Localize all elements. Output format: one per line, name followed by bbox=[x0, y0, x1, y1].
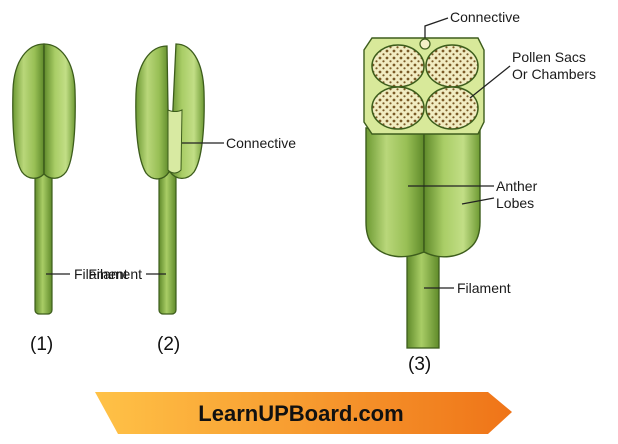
figure-3-connective-label: Connective bbox=[450, 9, 520, 25]
figure-3-pollen-sac-top-left bbox=[371, 44, 425, 88]
figure-2-number: (2) bbox=[157, 334, 180, 355]
figure-2-connective-tissue bbox=[167, 109, 183, 174]
banner-text: LearnUPBoard.com bbox=[198, 401, 403, 426]
figure-3-pollen-label-line1: Pollen Sacs bbox=[512, 49, 586, 65]
figure-3-anther-label-line2: Lobes bbox=[496, 195, 534, 211]
figure-1-anther-left-lobe bbox=[12, 43, 45, 179]
figure-3-connective-vascular-bundle bbox=[419, 38, 431, 50]
figure-3-filament-label: Filament bbox=[457, 280, 511, 296]
figure-2-stamen: Connective (2) Filament bbox=[88, 43, 296, 355]
figure-2-connective-label: Connective bbox=[226, 135, 296, 151]
figure-1-anther-right-lobe bbox=[43, 43, 76, 179]
site-banner: LearnUPBoard.com bbox=[95, 392, 512, 434]
figure-3-filament-stalk bbox=[406, 239, 440, 349]
figure-3-pollen-sac-bottom-left bbox=[371, 86, 425, 130]
figure-3-pollen-sac-bottom-right bbox=[425, 86, 479, 130]
figure-3-anther-label-line1: Anther bbox=[496, 178, 538, 194]
figure-3-connective-leader bbox=[424, 17, 449, 38]
figure-2-anther-left-lobe bbox=[135, 45, 170, 180]
figure-3-anther-leader-right bbox=[461, 197, 495, 205]
figure-3-anther-left-lobe bbox=[365, 127, 425, 258]
banner-shape bbox=[95, 392, 512, 434]
figure-2-filament-stalk bbox=[158, 171, 177, 315]
figure-1-filament-stalk bbox=[34, 171, 53, 315]
figure-2-filament-label: Filament bbox=[88, 266, 142, 282]
figure-3-pollen-label-line2: Or Chambers bbox=[512, 66, 596, 82]
figure-1-number: (1) bbox=[30, 334, 53, 355]
figure-3-number: (3) bbox=[408, 354, 431, 375]
figure-1-stamen: Filament (1) bbox=[12, 43, 128, 355]
figure-3-pollen-leader bbox=[469, 65, 511, 99]
figure-3-anther-cross-section: Connective Pollen Sacs Or Chambers Anthe… bbox=[363, 9, 596, 375]
figure-3-pollen-sac-top-right bbox=[425, 44, 479, 88]
figure-1-filament-label: Filament bbox=[74, 266, 128, 282]
figure-3-anther-right-lobe bbox=[423, 127, 481, 258]
